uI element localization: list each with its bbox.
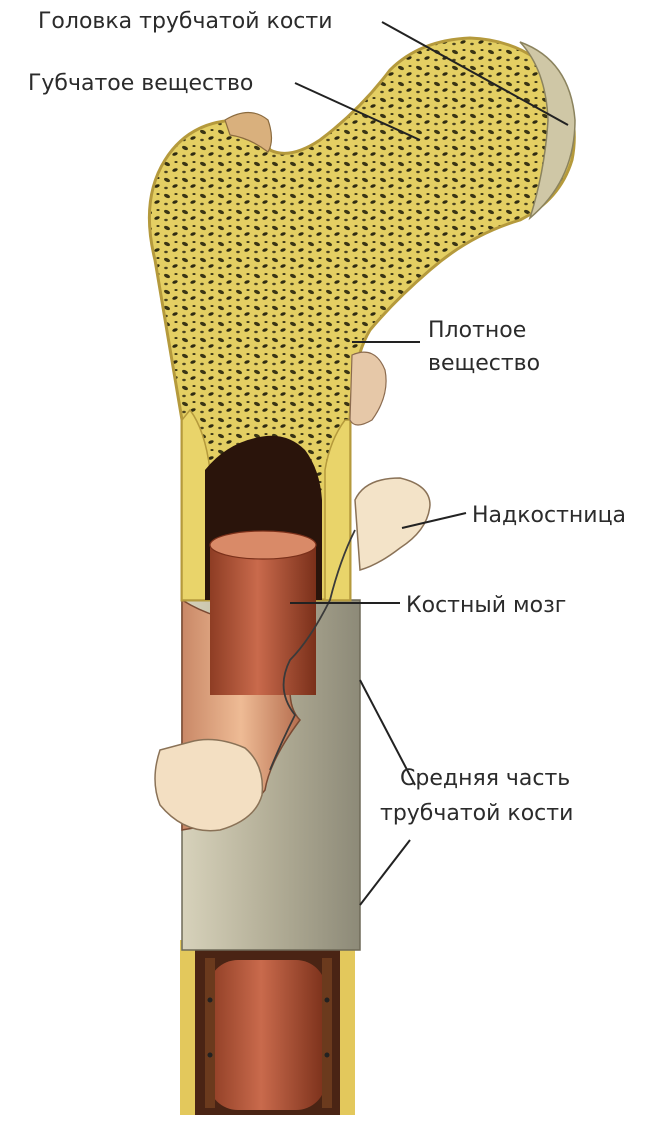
label-shaft-2: трубчатой кости bbox=[380, 801, 573, 826]
label-spongy: Губчатое вещество bbox=[28, 71, 253, 96]
label-compact-1: Плотное bbox=[428, 318, 526, 343]
label-compact-2: вещество bbox=[428, 351, 540, 376]
leader-shaft-2 bbox=[360, 840, 410, 905]
periosteum-blob-upper bbox=[350, 352, 386, 425]
label-periosteum: Надкостница bbox=[472, 503, 626, 528]
label-bone-head: Головка трубчатой кости bbox=[38, 9, 333, 34]
label-marrow: Костный мозг bbox=[406, 593, 566, 618]
label-shaft-1: Средняя часть bbox=[400, 766, 570, 791]
bone-marrow bbox=[210, 531, 316, 695]
periosteum-flap-left bbox=[155, 740, 262, 831]
lower-shaft-cut bbox=[180, 940, 355, 1115]
